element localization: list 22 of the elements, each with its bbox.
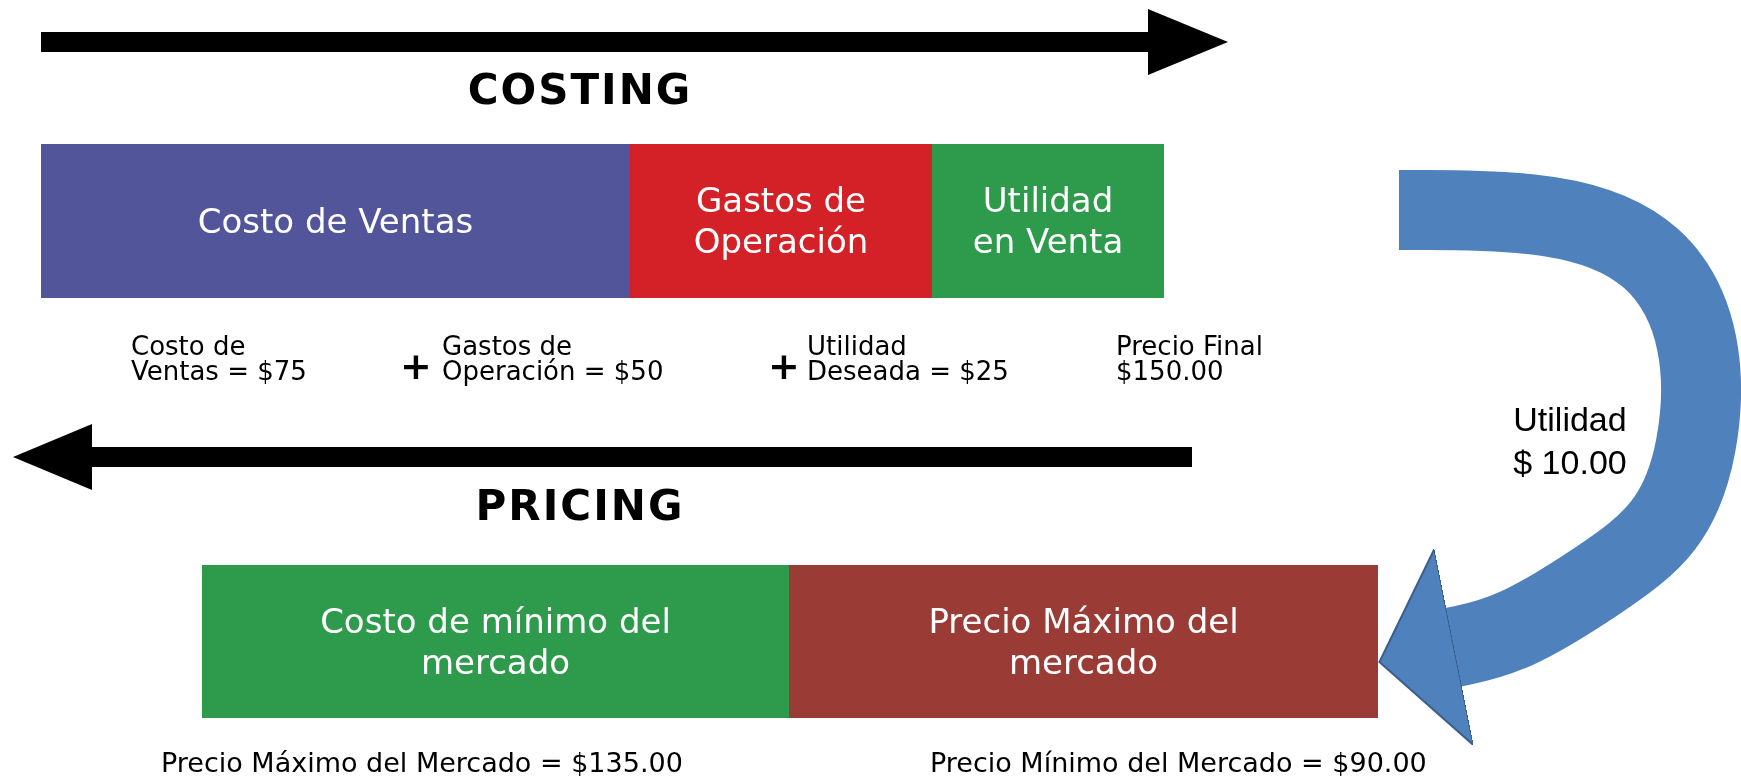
block-label: Precio Máximo del mercado	[927, 600, 1240, 683]
formula-text: Utilidad Deseada = $25	[807, 334, 1010, 384]
section-heading: COSTING	[466, 70, 694, 110]
maximum-price-block	[789, 565, 1378, 718]
block-label: Utilidad en Venta	[971, 180, 1125, 262]
expense-block	[630, 144, 932, 298]
profit-block	[932, 144, 1164, 298]
curved-arrow	[1378, 170, 1741, 747]
cost-block	[41, 144, 630, 298]
formula-text: Costo de Ventas = $75	[131, 334, 308, 384]
minimum-cost-block	[202, 565, 789, 718]
formula-text: Precio Máximo del Mercado = $135.00	[161, 750, 684, 776]
plus-sign: +	[400, 348, 430, 385]
plus-sign: +	[768, 348, 798, 385]
formula-text: Precio Final $150.00	[1116, 334, 1264, 384]
block-label: Costo de mínimo del mercado	[319, 600, 672, 683]
formula-text: Gastos de Operación = $50	[442, 334, 665, 384]
block-label: Costo de Ventas	[196, 200, 475, 242]
block-label: Gastos de Operación	[692, 180, 870, 262]
formula-text: Precio Mínimo del Mercado = $90.00	[930, 750, 1428, 776]
edge-label: Utilidad $ 10.00	[1512, 399, 1628, 483]
section-heading: PRICING	[474, 486, 686, 526]
